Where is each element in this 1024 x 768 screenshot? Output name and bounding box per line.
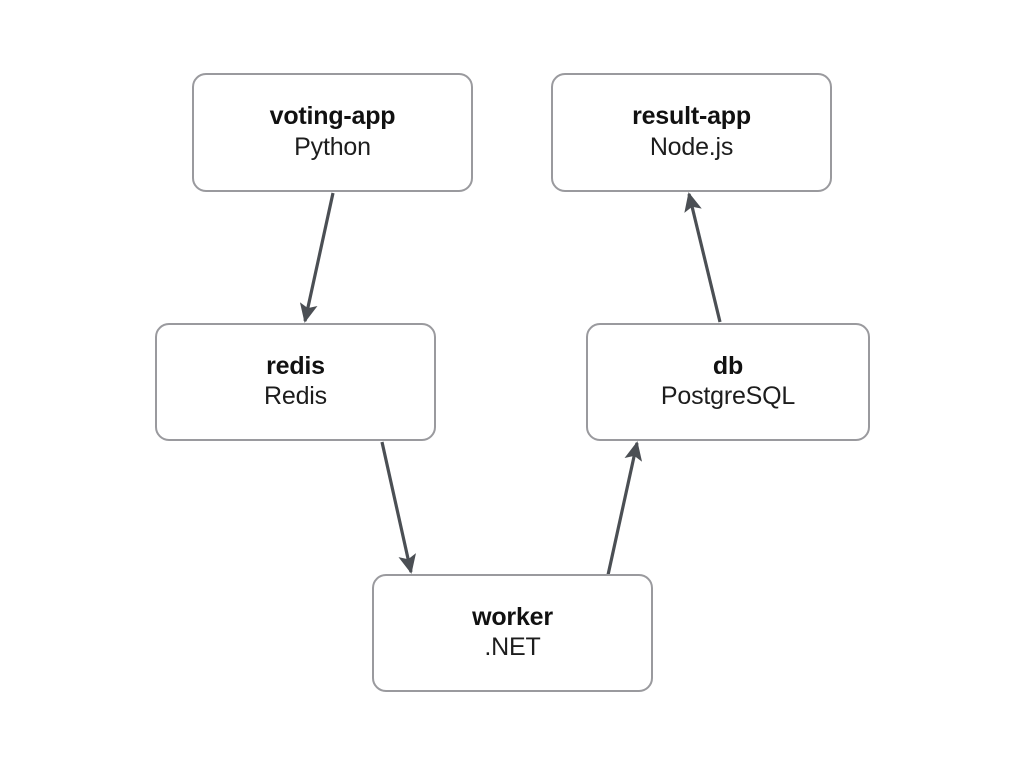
node-title: redis xyxy=(266,351,325,380)
node-db[interactable]: db PostgreSQL xyxy=(586,323,870,441)
node-worker[interactable]: worker .NET xyxy=(372,574,653,692)
node-subtitle: Python xyxy=(294,132,371,161)
edge-db-to-result-app xyxy=(684,192,722,323)
edge-redis-to-worker xyxy=(380,441,416,574)
node-result-app[interactable]: result-app Node.js xyxy=(551,73,832,192)
node-title: result-app xyxy=(632,102,751,131)
edge-voting-app-to-redis xyxy=(299,192,335,323)
node-subtitle: Node.js xyxy=(649,132,734,161)
node-voting-app[interactable]: voting-app Python xyxy=(192,73,473,192)
node-subtitle: Redis xyxy=(264,382,327,411)
node-redis[interactable]: redis Redis xyxy=(155,323,436,441)
node-subtitle: .NET xyxy=(484,633,541,662)
edge-worker-to-db xyxy=(606,441,643,576)
node-title: worker xyxy=(472,602,553,631)
node-subtitle: PostgreSQL xyxy=(660,382,796,411)
node-title: db xyxy=(712,351,744,380)
node-title: voting-app xyxy=(269,102,396,131)
